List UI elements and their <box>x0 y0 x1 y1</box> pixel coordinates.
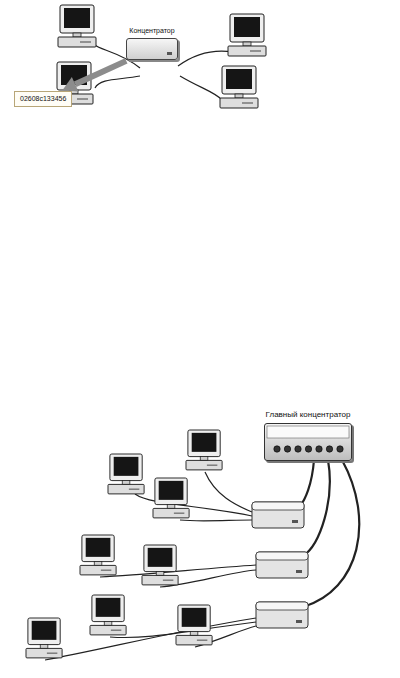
address-text: 02608c133456 <box>20 95 66 103</box>
computer <box>26 430 222 658</box>
cable <box>45 460 359 660</box>
sub-hub <box>252 502 308 628</box>
main-hub: Главный концентратор <box>264 410 352 461</box>
computer <box>55 5 266 108</box>
address-box: 02608c133456 <box>14 91 72 107</box>
device-label: Концентратор <box>129 27 174 35</box>
hub: Концентратор <box>126 27 178 60</box>
hub-body <box>126 38 178 60</box>
hub-ports <box>265 424 351 460</box>
device-label: Главный концентратор <box>266 410 351 419</box>
pointer-arrow <box>62 61 126 92</box>
main-hub-body <box>264 423 352 461</box>
